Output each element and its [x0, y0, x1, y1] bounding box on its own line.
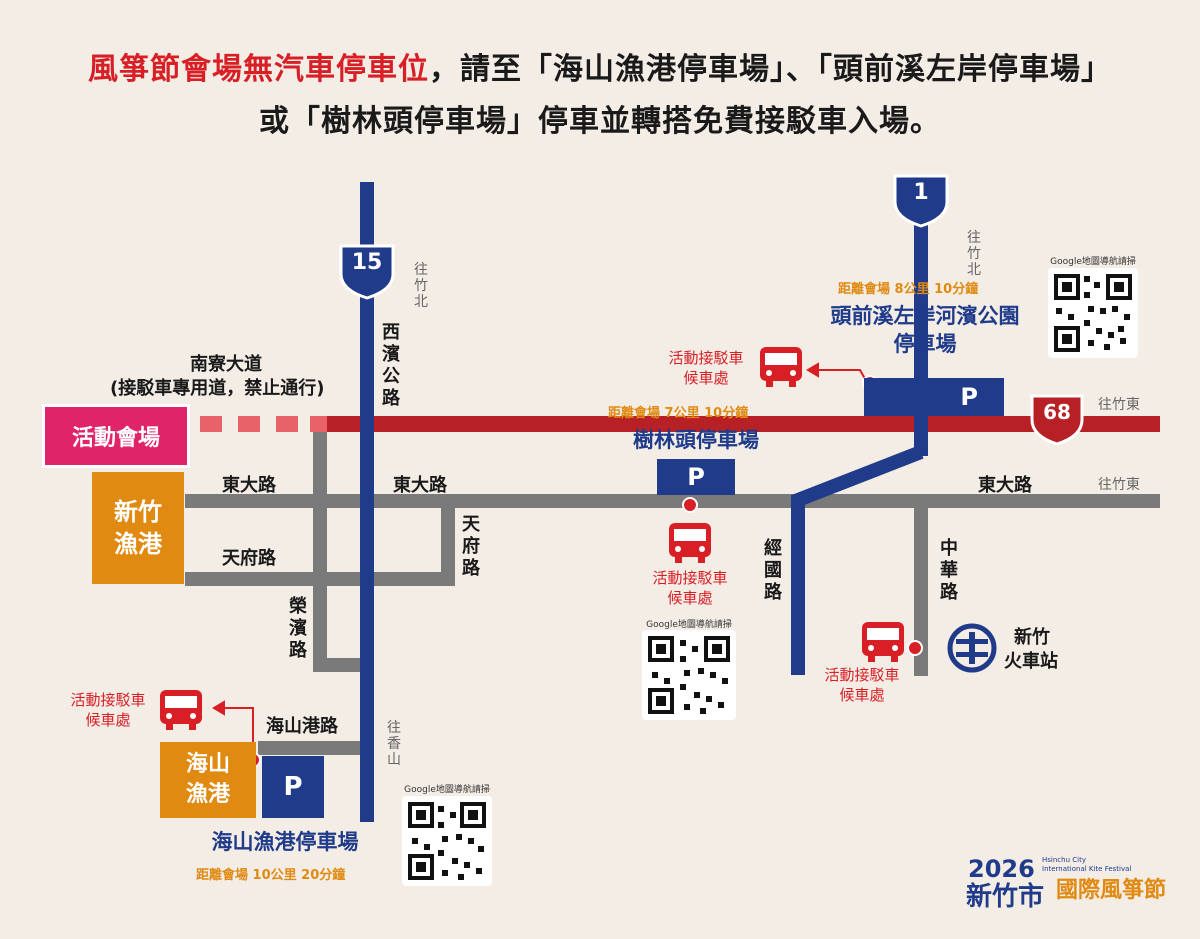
road-label-jingguo: 經國路 — [764, 538, 782, 603]
shuttle-label-line2: 候車處 — [683, 369, 729, 387]
shuttle-label-line2: 候車處 — [839, 686, 885, 704]
haishan-harbor-box: 海山漁港 — [160, 742, 256, 818]
railway-station-icon — [947, 623, 997, 673]
parking-toucian-icon: P — [864, 378, 1004, 416]
shuttle-label-station: 活動接駁車候車處 — [812, 665, 912, 705]
festival-logo-en-2: International Kite Festival — [1042, 865, 1132, 873]
heading-line-2: 或「樹林頭停車場」停車並轉搭免費接駁車入場。 — [259, 104, 941, 139]
qr-caption-haishan: Google地圖導航請掃 — [404, 785, 490, 795]
parking-name-haishan: 海山漁港停車場 — [211, 830, 359, 854]
qr-code-haishan[interactable] — [402, 796, 492, 886]
heading-highlight: 風箏節會場無汽車停車位 — [88, 52, 429, 87]
road-xibin-15 — [360, 182, 374, 822]
parking-name-shulintou: 樹林頭停車場 — [633, 428, 759, 452]
route-15-label: 15 — [351, 250, 383, 275]
road-label-tianfu-vertical: 天府路 — [462, 514, 480, 579]
road-label-dongda-1: 東大路 — [222, 475, 276, 496]
station-name: 新竹火車站 — [1004, 626, 1058, 674]
road-jingguo — [791, 445, 924, 675]
shuttle-label-toucian: 活動接駁車候車處 — [660, 348, 752, 388]
event-venue-box: 活動會場 — [42, 404, 190, 468]
qr-code-icon — [1054, 274, 1132, 352]
road-label-zhonghua: 中華路 — [940, 538, 958, 603]
road-label-nanliao: 南寮大道 — [190, 354, 262, 375]
road-label-dongda-3: 東大路 — [978, 475, 1032, 496]
direction-east-dongda: 往竹東 — [1098, 477, 1140, 493]
road-nanliao-dashed — [200, 416, 327, 432]
hsinchu-harbor-box: 新竹漁港 — [92, 472, 184, 584]
qr-code-shulintou[interactable] — [642, 630, 736, 720]
bus-icon — [160, 690, 202, 730]
distance-toucian: 距離會場 8公里 10分鐘 — [838, 282, 979, 297]
gray-roads — [185, 420, 1160, 755]
direction-north-15: 往竹北 — [414, 262, 428, 310]
route-68-shield — [1030, 394, 1084, 446]
shuttle-label-line2: 候車處 — [85, 711, 131, 729]
road-rongbin — [313, 420, 327, 672]
direction-north-1: 往竹北 — [967, 230, 981, 278]
route-68-label: 68 — [1043, 400, 1071, 424]
heading-line-1: 風箏節會場無汽車停車位，請至「海山漁港停車場」、「頭前溪左岸停車場」 — [0, 44, 1200, 88]
shuttle-label-line1: 活動接駁車 — [652, 569, 728, 587]
festival-logo-year: 2026 — [968, 855, 1035, 883]
shuttle-label-line1: 活動接駁車 — [70, 691, 146, 709]
shuttle-label-haishan: 活動接駁車候車處 — [60, 690, 156, 730]
road-tianfu-vertical — [441, 494, 455, 586]
road-label-xibin: 西濱公路 — [382, 322, 400, 409]
direction-east-68: 往竹東 — [1098, 397, 1140, 413]
station-name-line2: 火車站 — [1004, 651, 1058, 672]
parking-haishan-icon: P — [262, 756, 324, 818]
direction-xiangshan: 往香山 — [387, 720, 401, 768]
road-label-haishangang: 海山港路 — [266, 716, 338, 737]
qr-code-toucian[interactable] — [1048, 268, 1138, 358]
shuttle-label-shulintou: 活動接駁車候車處 — [640, 568, 740, 608]
route-1-label: 1 — [913, 180, 929, 205]
road-zhonghua — [914, 494, 928, 676]
qr-code-icon — [648, 636, 730, 714]
road-rongbin-end — [313, 658, 368, 672]
shuttle-label-line2: 候車處 — [667, 589, 713, 607]
road-label-nanliao-note: (接駁車專用道，禁止通行) — [110, 378, 325, 399]
bus-icon — [862, 622, 904, 662]
location-dots — [245, 375, 923, 768]
bus-icon — [669, 523, 711, 563]
qr-caption-toucian: Google地圖導航請掃 — [1050, 257, 1136, 267]
road-label-rongbin: 榮濱路 — [289, 596, 307, 661]
heading-line-1-rest: ，請至「海山漁港停車場」、「頭前溪左岸停車場」 — [429, 52, 1112, 87]
road-haishangang — [258, 741, 368, 755]
road-label-tianfu: 天府路 — [222, 548, 276, 569]
station-name-line1: 新竹 — [1014, 627, 1050, 648]
road-label-dongda-2: 東大路 — [393, 475, 447, 496]
shuttle-label-line1: 活動接駁車 — [668, 349, 744, 367]
bus-icon — [760, 347, 802, 387]
road-68 — [327, 416, 1160, 432]
qr-caption-shulintou: Google地圖導航請掃 — [646, 620, 732, 630]
route-1-shield — [893, 174, 949, 228]
qr-code-icon — [408, 802, 486, 880]
parking-shulintou-icon: P — [657, 459, 735, 495]
festival-logo-en-1: Hsinchu City — [1042, 856, 1086, 864]
shuttle-label-line1: 活動接駁車 — [824, 666, 900, 684]
route-15-shield — [339, 244, 395, 300]
parking-name-toucian: 頭前溪左岸河濱公園停車場 — [800, 302, 1050, 358]
distance-haishan: 距離會場 10公里 20分鐘 — [196, 868, 346, 883]
distance-shulintou: 距離會場 7公里 10分鐘 — [608, 406, 749, 421]
parking-name-toucian-line1: 頭前溪左岸河濱公園 — [830, 304, 1020, 328]
festival-logo-event: 國際風箏節 — [1056, 878, 1167, 903]
festival-logo-city: 新竹市 — [966, 882, 1045, 912]
parking-name-toucian-line2: 停車場 — [893, 332, 957, 356]
